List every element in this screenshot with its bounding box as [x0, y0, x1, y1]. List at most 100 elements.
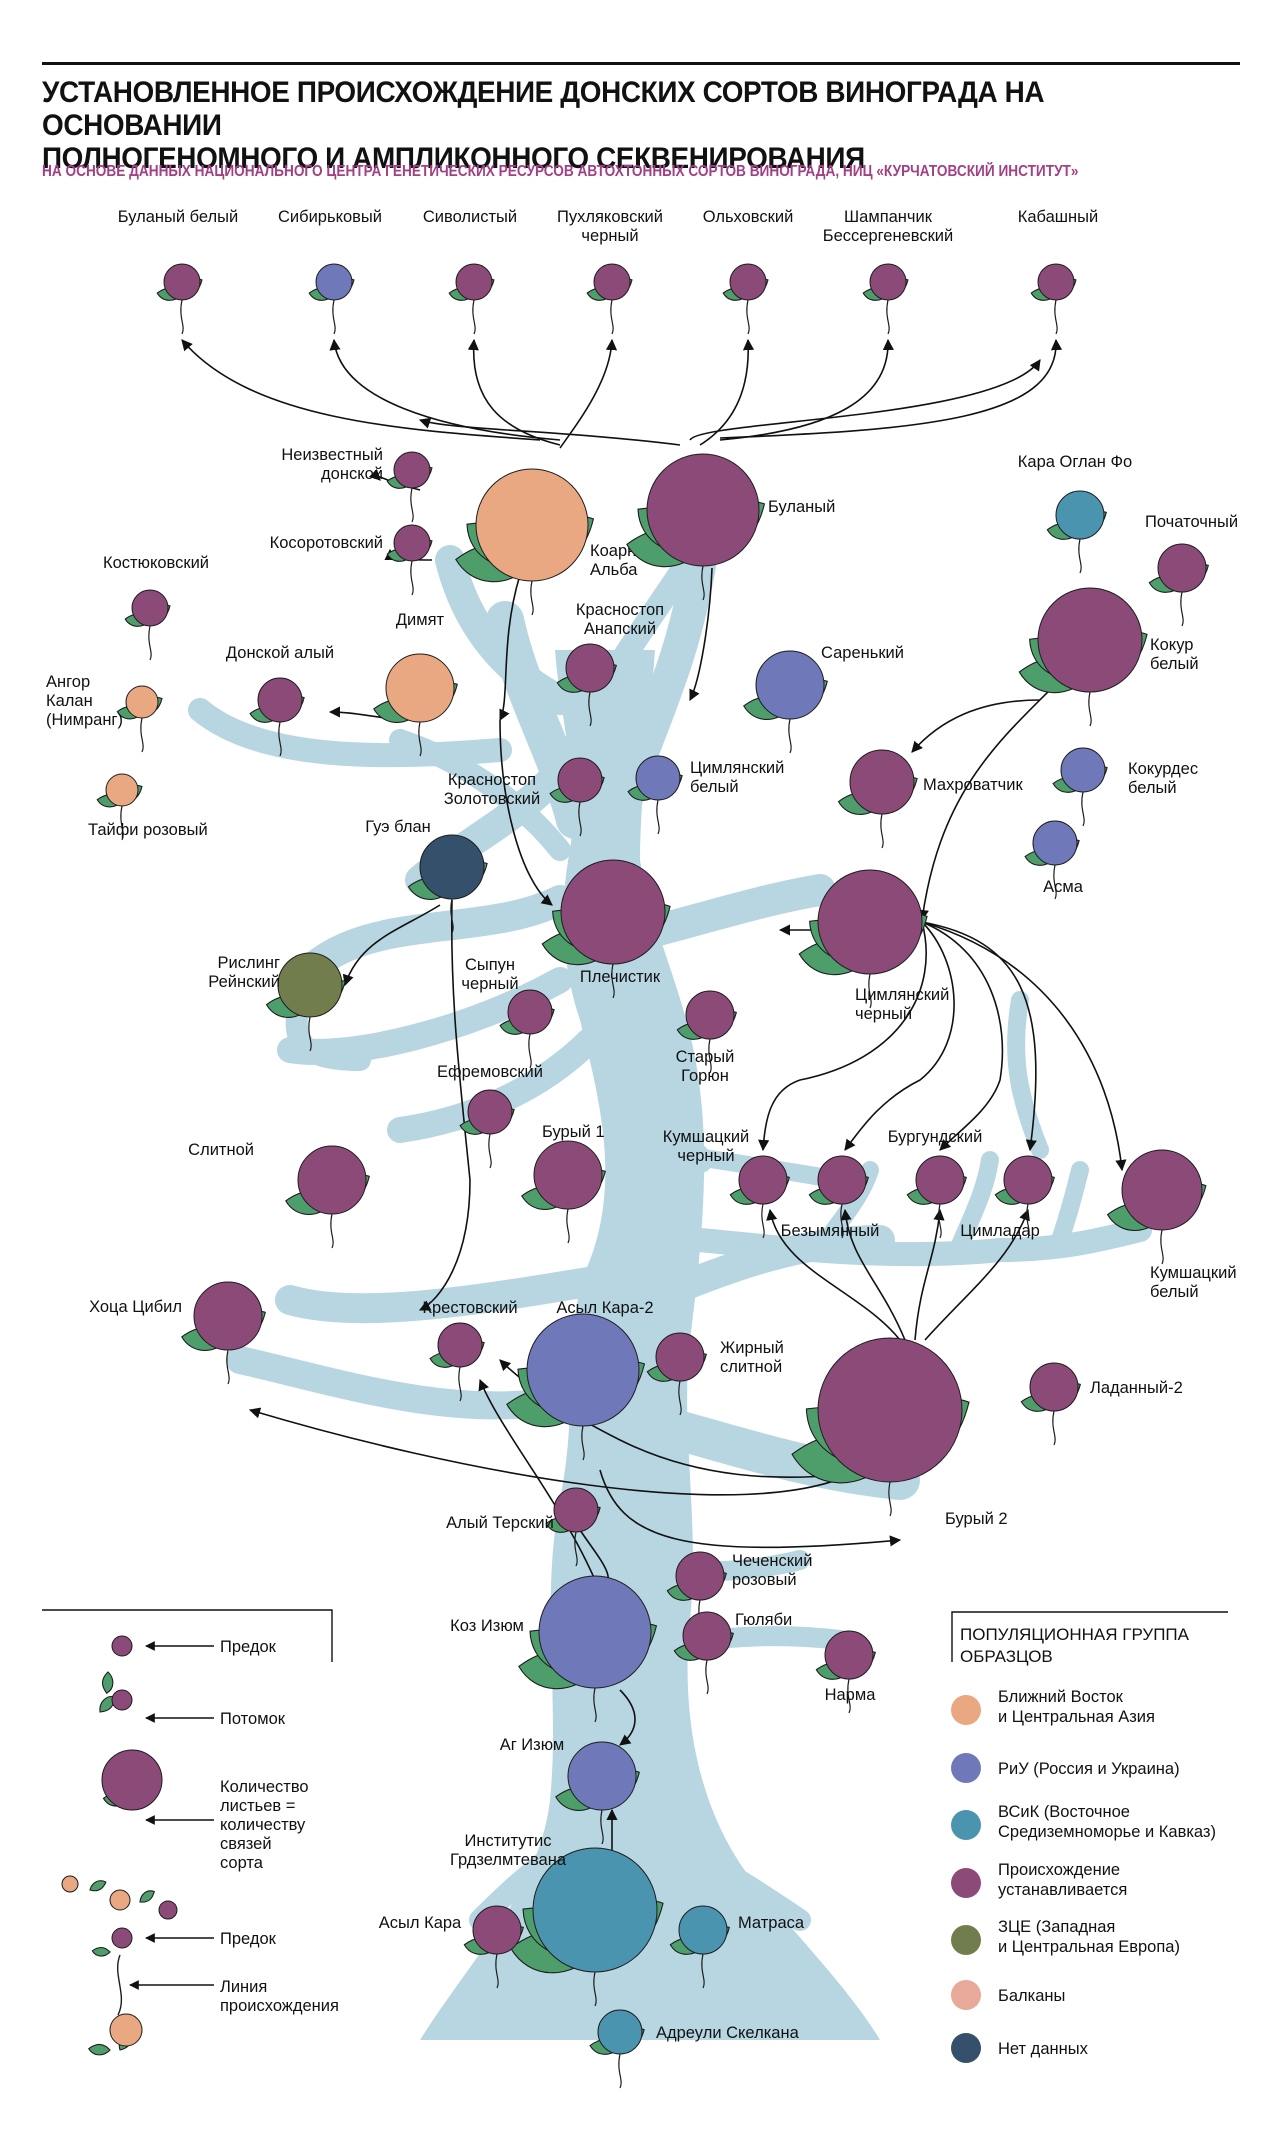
- stem: [1160, 1229, 1164, 1265]
- label-chechensky: Чеченский: [732, 1552, 812, 1570]
- stem: [788, 718, 792, 754]
- label-efremovsky: Ефремовский: [437, 1063, 543, 1081]
- label-olkhovsky: Ольховский: [703, 208, 794, 226]
- berry-olkhovsky: [729, 263, 767, 301]
- berry-ladanny: [1029, 1362, 1079, 1412]
- berry-kabashny: [1037, 263, 1075, 301]
- lineage-arrow: [924, 1208, 1030, 1341]
- trunk-branch: [1007, 991, 1049, 1159]
- label-adreuli: Адреули Скелкана: [656, 2024, 800, 2042]
- berry-tayfi: [105, 773, 139, 807]
- berry-matrasa: [678, 1905, 728, 1955]
- group-swatch-east_med: [951, 1810, 981, 1840]
- label-sypun: черный: [461, 975, 518, 993]
- stem: [332, 299, 336, 335]
- label-neizvestny: Неизвестный: [281, 446, 383, 464]
- stem: [678, 1380, 682, 1416]
- berry-kumshatsky_cherny: [738, 1155, 788, 1205]
- variety-node-makhrovatchik: Махроватчик: [837, 749, 1023, 849]
- stem: [1054, 299, 1058, 335]
- legend-leaves-line: количеству: [220, 1816, 306, 1834]
- trunk-branch: [226, 1346, 574, 1420]
- label-sypun: Сыпун: [465, 956, 515, 974]
- label-kara_oglan: Кара Оглан Фо: [1018, 453, 1132, 471]
- stem: [495, 1953, 499, 1989]
- trunk-branch: [188, 698, 512, 768]
- group-label-west_europe: ЗЦЕ (Западная: [998, 1918, 1115, 1936]
- berry-bury_2: [817, 1337, 963, 1483]
- stem: [708, 1038, 712, 1074]
- stem: [472, 299, 476, 335]
- trunk-branch: [679, 1839, 811, 1931]
- variety-node-khotsa: Хоца Цибил: [89, 1281, 266, 1385]
- lineage-arrow: [921, 921, 1004, 1151]
- variety-node-slitnoy: Слитной: [188, 1141, 370, 1249]
- leaf: [89, 1880, 107, 1892]
- label-kumshatsky_bely: Кумшацкий: [1150, 1264, 1237, 1282]
- variety-node-bury_2: Бурый 2: [791, 1337, 1008, 1528]
- label-sivolisty: Сиволистый: [423, 208, 517, 226]
- berry-koarne: [475, 468, 589, 582]
- stem: [488, 1133, 492, 1169]
- label-asyl_kara_2: Асыл Кара-2: [556, 1299, 653, 1317]
- berry-tsimlyansky_cherny: [817, 869, 923, 975]
- label-zhirny: Жирный: [720, 1339, 784, 1357]
- stem: [566, 1208, 570, 1244]
- variety-node-ladanny: Ладанный-2: [1020, 1362, 1183, 1446]
- variety-node-olkhovsky: Ольховский: [703, 208, 794, 335]
- legend-leaves-line: Количество: [220, 1778, 309, 1796]
- berry-donskoy_aly: [257, 677, 303, 723]
- berry-tsimladar: [1003, 1155, 1053, 1205]
- label-risling: Рислинг: [218, 954, 280, 972]
- stem: [880, 813, 884, 849]
- lineage-arrow: [418, 417, 681, 446]
- label-institutis: Институтис: [464, 1832, 551, 1850]
- lineage-arrow: [467, 338, 561, 446]
- berry-kumshatsky_bely: [1121, 1149, 1203, 1231]
- legend-lineage-line: происхождения: [220, 1997, 339, 2015]
- label-angor: Калан: [46, 692, 93, 710]
- stem: [746, 299, 750, 335]
- label-bulany: Буланый: [768, 498, 835, 516]
- trunk-branch: [688, 1218, 1152, 1267]
- label-stary_goryun: Горюн: [681, 1067, 729, 1085]
- label-krasnostop_anapsky: Красностоп: [576, 601, 664, 619]
- variety-node-plechistik: Плечистик: [541, 859, 671, 999]
- label-aly_tersky: Алый Терский: [446, 1514, 554, 1532]
- label-sibirkovy: Сибирьковый: [278, 208, 382, 226]
- legend-berry: [111, 1927, 133, 1949]
- stem: [868, 973, 872, 1009]
- lineage-arrow: [921, 921, 1037, 1152]
- stem: [458, 1366, 462, 1402]
- stem: [847, 1678, 851, 1714]
- group-label-near_east: и Центральная Азия: [998, 1708, 1155, 1726]
- label-pukhlyakovsky: черный: [581, 227, 638, 245]
- berry-asma: [1032, 820, 1078, 866]
- berry-makhrovatchik: [849, 749, 915, 815]
- trunk-branch: [285, 885, 575, 995]
- label-asma: Асма: [1043, 878, 1084, 896]
- berry-krasnostop_zolotovsky: [557, 757, 603, 803]
- stem: [120, 805, 124, 841]
- legend-lineage: [116, 1954, 123, 2016]
- label-pochatochny: Початочный: [1145, 513, 1238, 531]
- label-pukhlyakovsky: Пухляковский: [557, 208, 663, 226]
- legend-frame: [42, 1609, 333, 1662]
- berry-ag_izyum: [567, 1741, 637, 1811]
- berry-risling: [277, 952, 343, 1018]
- label-kosorotovsky: Косоротовский: [270, 534, 383, 552]
- label-tsimlyansky_cherny: Цимлянский: [855, 986, 949, 1004]
- trunk-branch: [587, 977, 713, 1173]
- label-kokur: белый: [1150, 655, 1199, 673]
- label-shampanchik: Шампанчик: [844, 208, 933, 226]
- stem: [840, 1203, 844, 1239]
- berry-stary_goryun: [685, 990, 735, 1040]
- label-kostyukovsky: Костюковский: [103, 554, 209, 572]
- variety-node-matrasa: Матраса: [669, 1905, 805, 1989]
